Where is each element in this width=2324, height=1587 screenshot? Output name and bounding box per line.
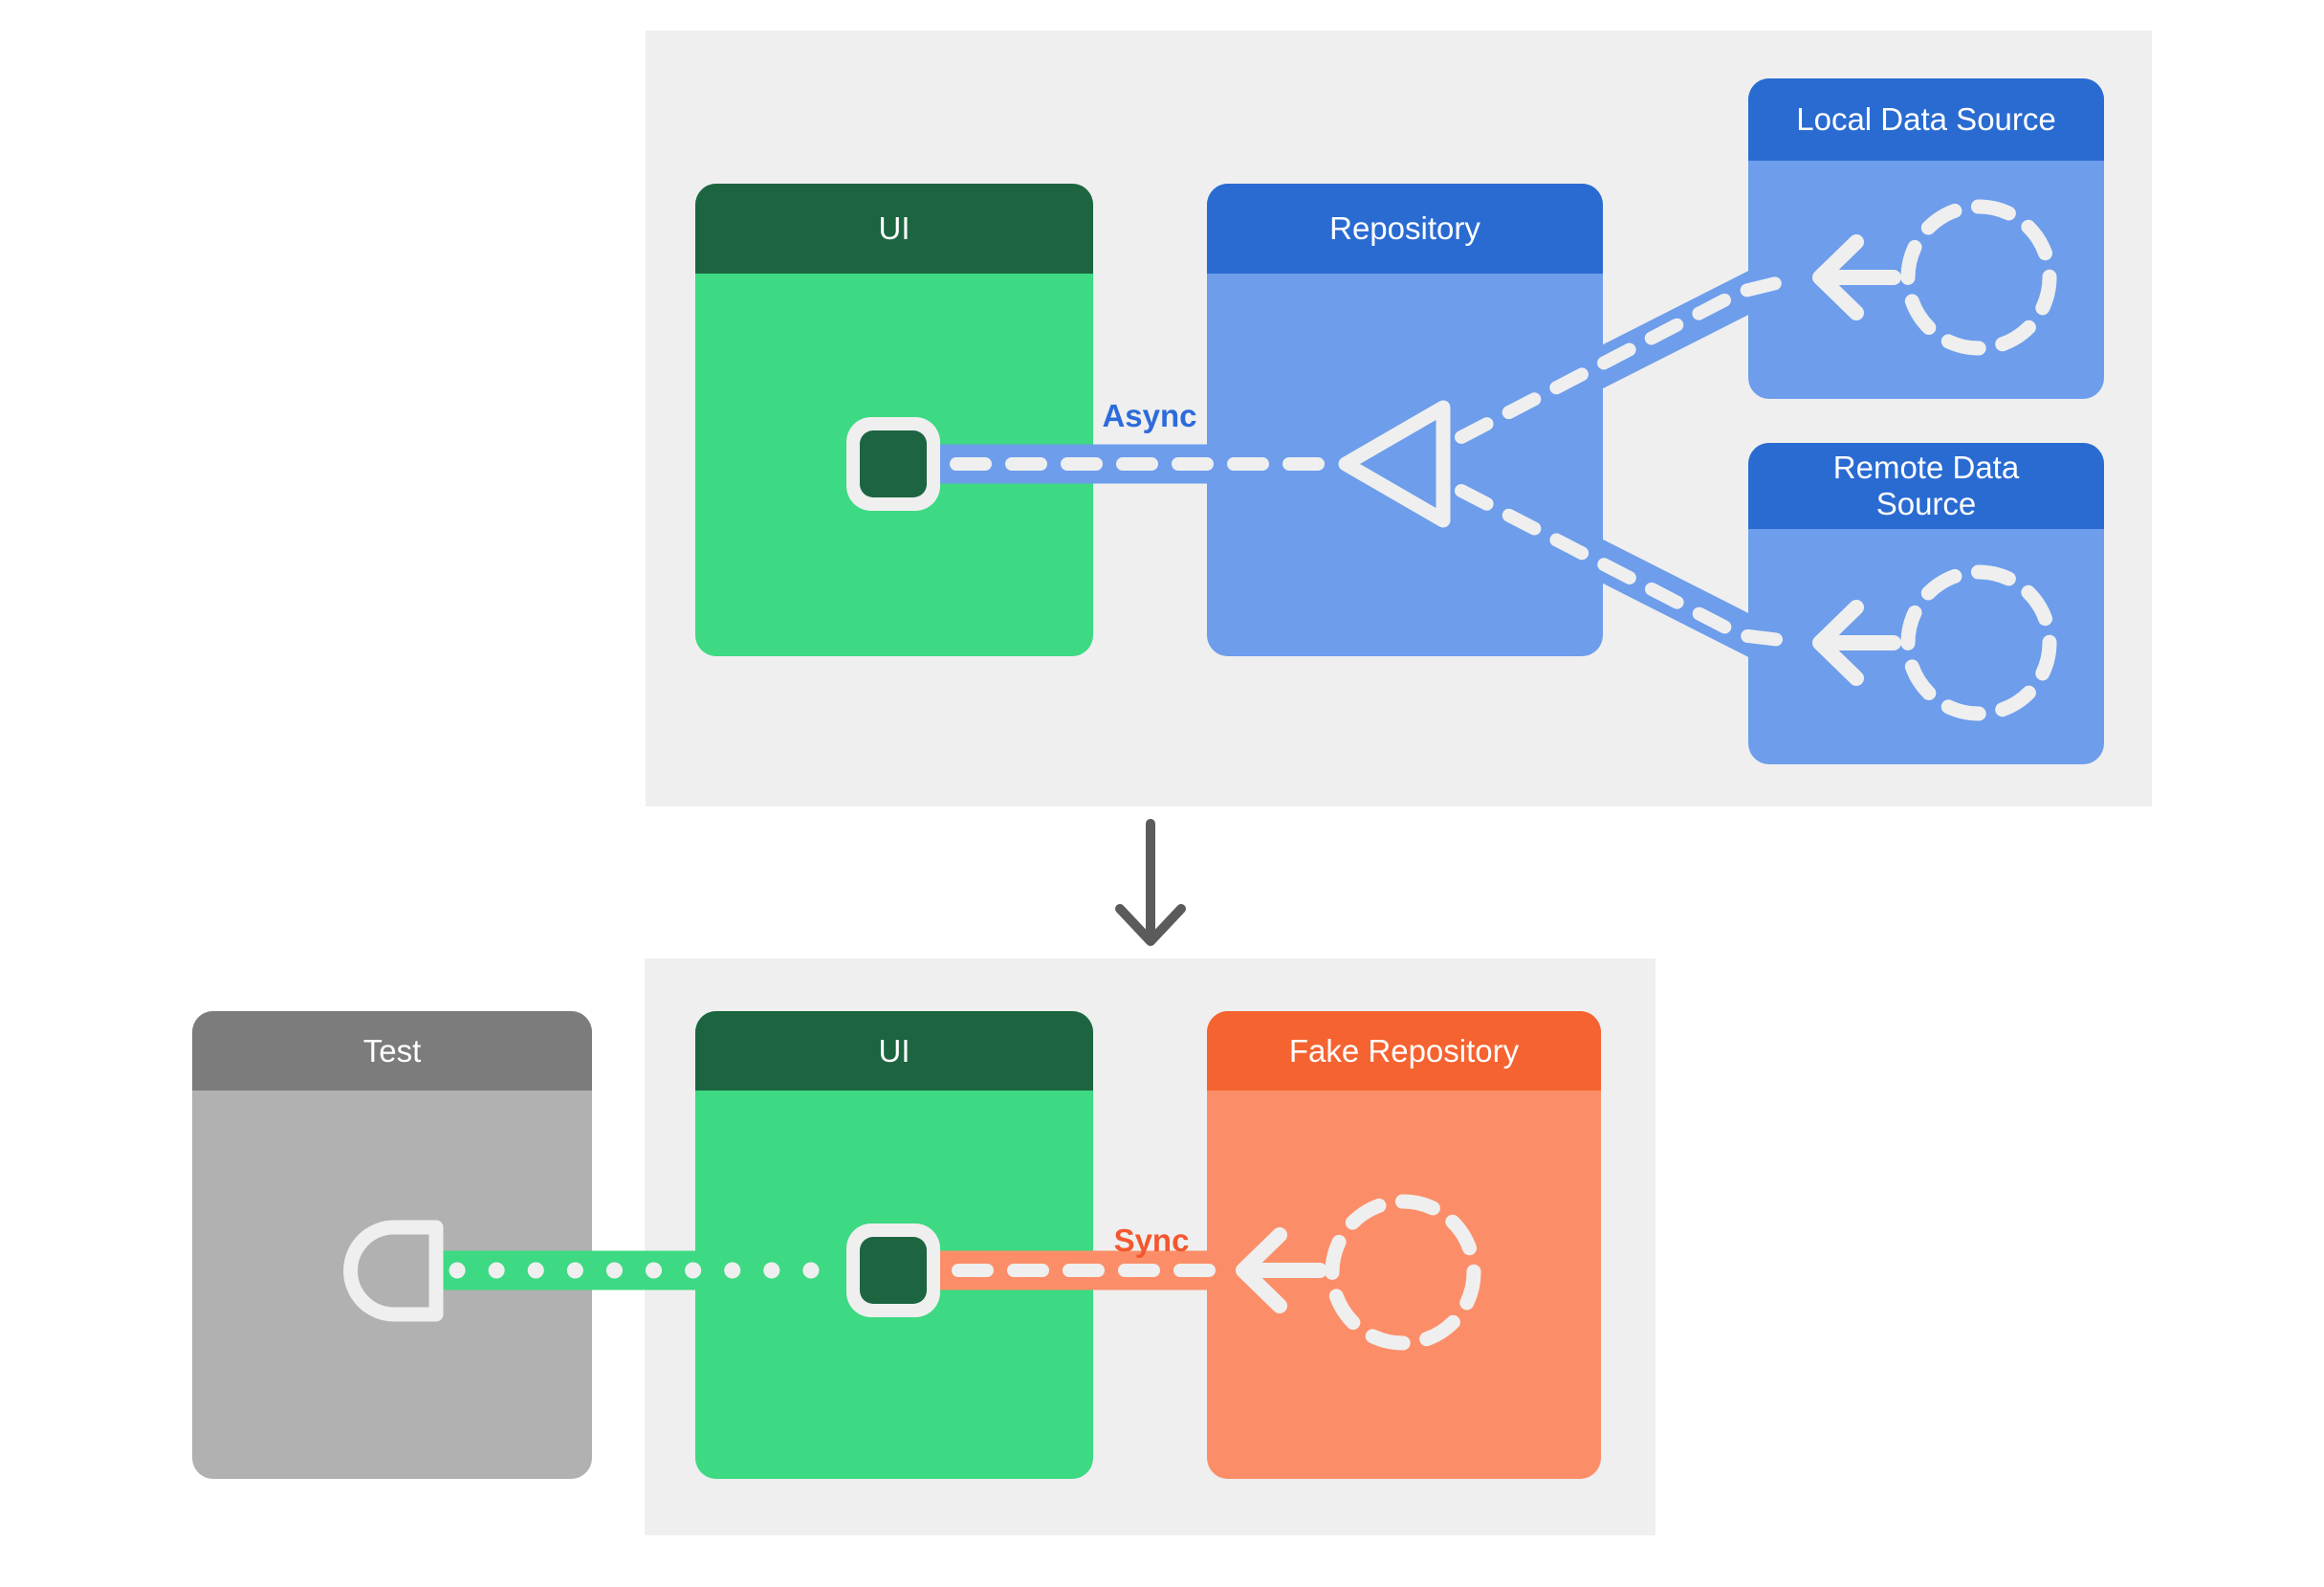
local-data-source-box-header: Local Data Source [1748, 78, 2104, 161]
remote-data-source-box-title: Remote Data Source [1832, 450, 2020, 521]
async-label: Async [1102, 398, 1197, 433]
ui-box-title: UI [878, 210, 910, 246]
repository-box-title: Repository [1329, 210, 1480, 246]
ui-box: UI [695, 184, 1093, 656]
local-data-source-box-title: Local Data Source [1796, 101, 2056, 137]
fake-repository-box: Fake Repository [1207, 1011, 1601, 1479]
test-box-title: Test [362, 1032, 422, 1069]
ui-box-header: UI [695, 184, 1093, 274]
remote-data-source-box: Remote Data Source [1748, 443, 2104, 764]
repository-box-header: Repository [1207, 184, 1603, 274]
repository-box: Repository [1207, 184, 1603, 656]
local-data-source-box: Local Data Source [1748, 78, 2104, 399]
test-box-header: Test [192, 1011, 592, 1091]
ui-box-test-header: UI [695, 1011, 1093, 1091]
remote-data-source-box-header: Remote Data Source [1748, 443, 2104, 529]
ui-box-test-title: UI [878, 1032, 910, 1069]
fake-repository-box-header: Fake Repository [1207, 1011, 1601, 1091]
sync-label: Sync [1113, 1223, 1190, 1258]
fake-repository-box-title: Fake Repository [1288, 1032, 1520, 1069]
section-flow-down-arrow-icon [1115, 819, 1186, 946]
test-box: Test [192, 1011, 592, 1479]
ui-box-test: UI [695, 1011, 1093, 1479]
